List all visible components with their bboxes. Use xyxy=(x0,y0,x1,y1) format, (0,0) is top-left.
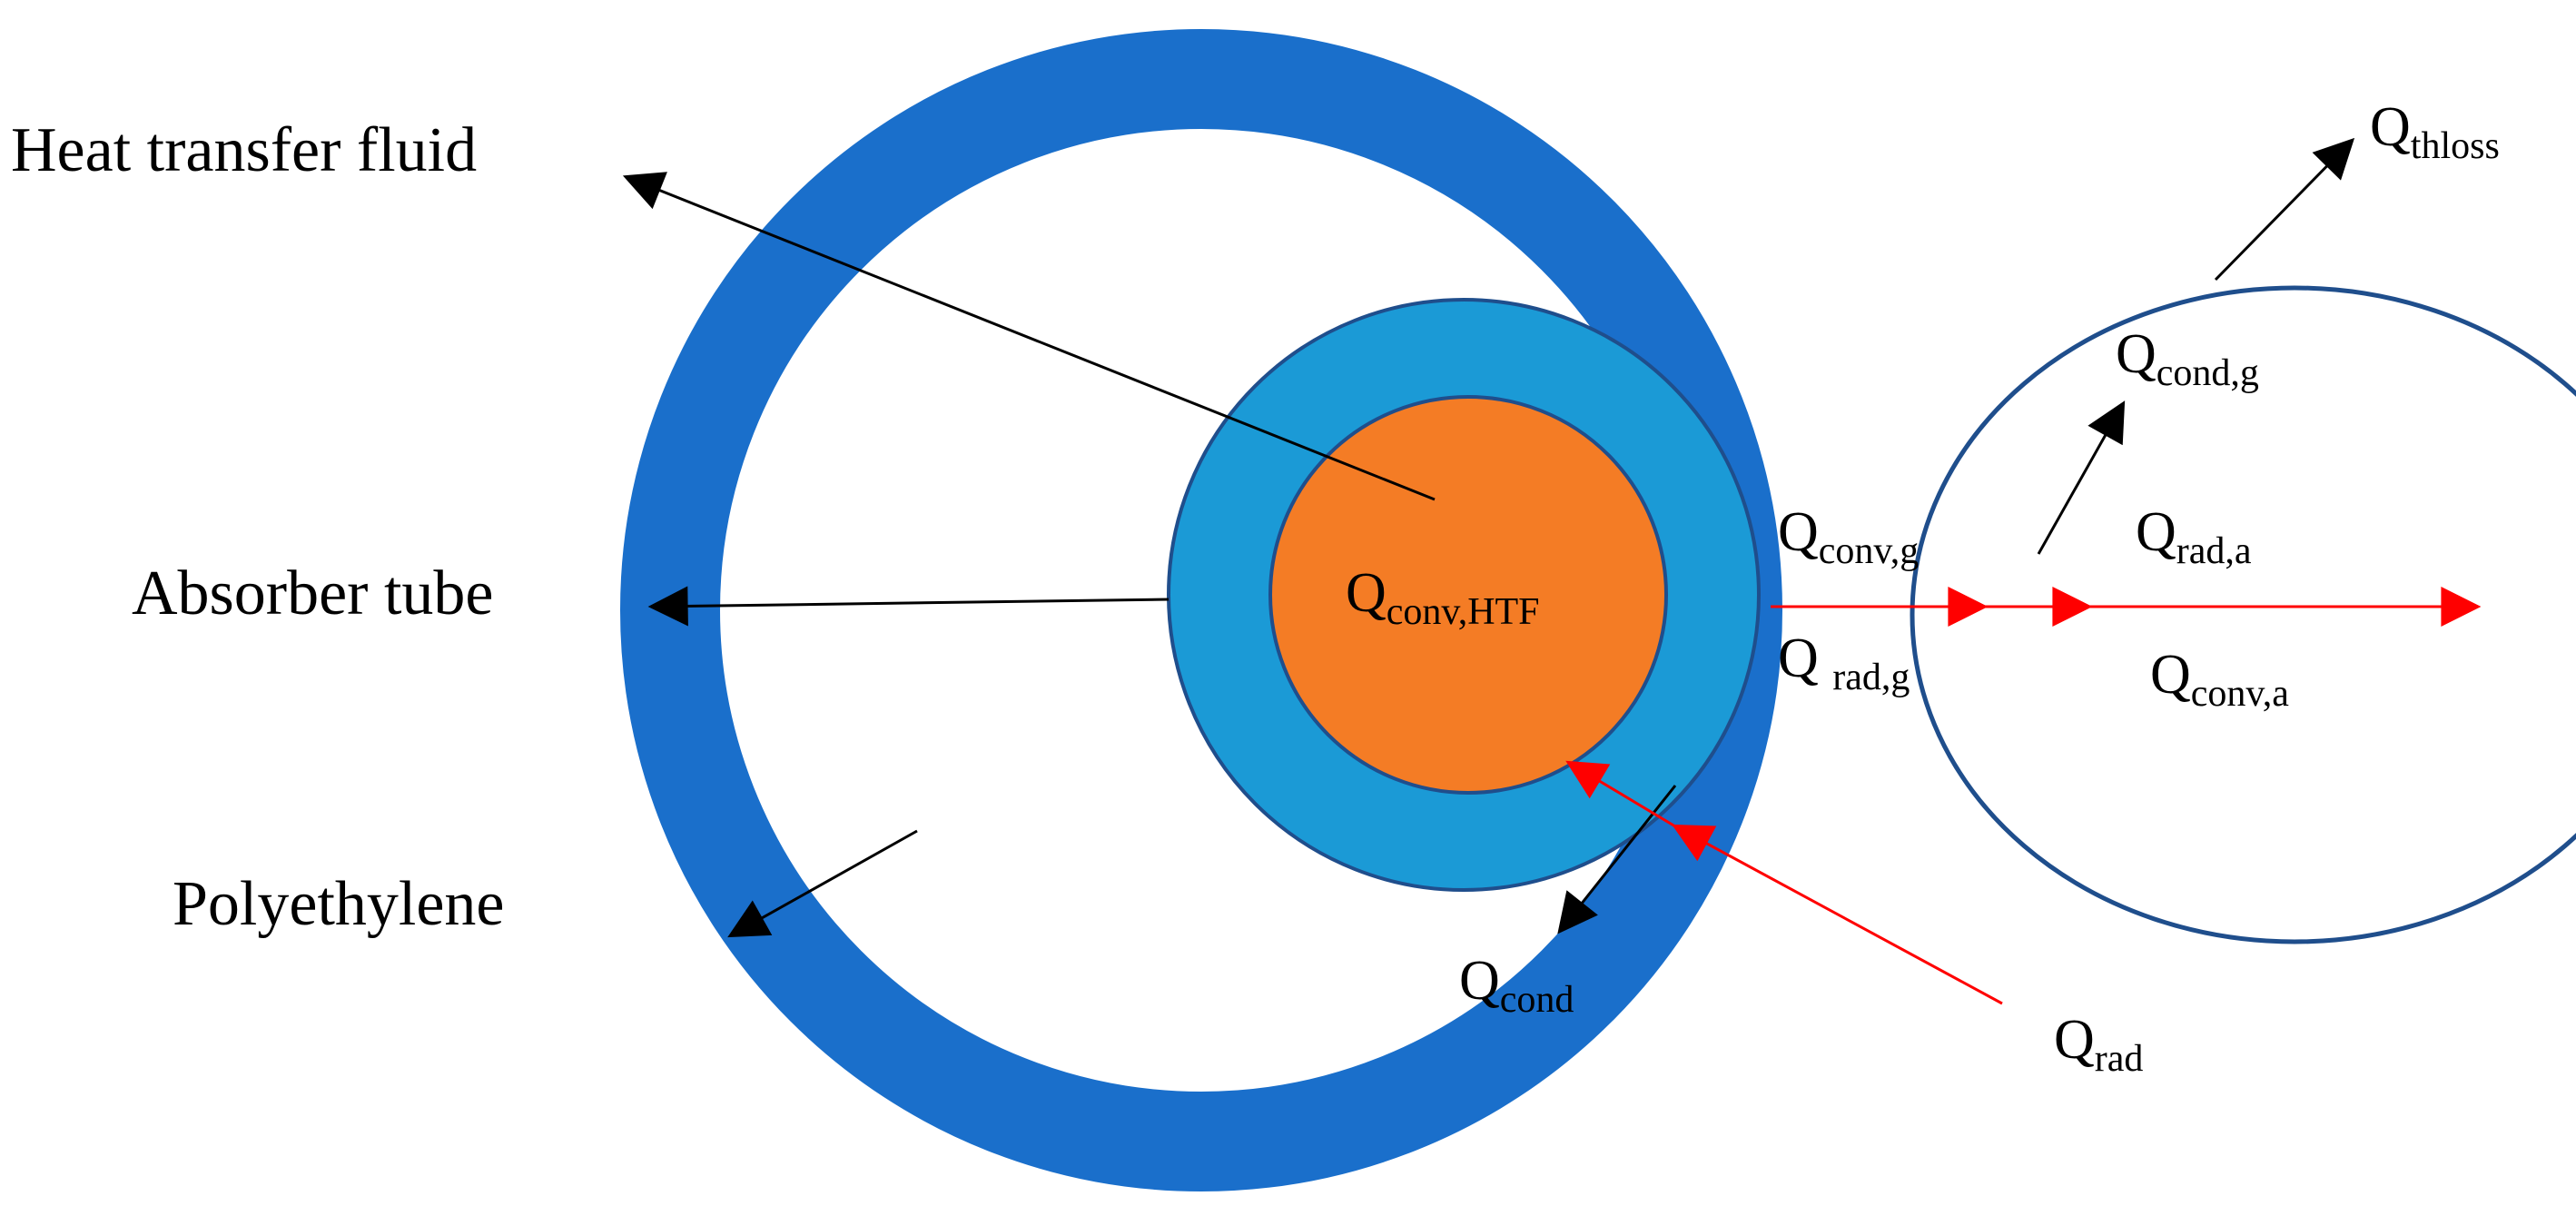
heat-transfer-fluid-core xyxy=(1268,395,1668,795)
q-rad-label: Qrad xyxy=(2054,1009,2143,1080)
heat-transfer-fluid-leader-arrow xyxy=(622,172,1436,501)
q-cond-g-arrow xyxy=(2037,400,2126,555)
q-thloss-label: Qthloss xyxy=(2370,96,2500,167)
polyethylene-label: Polyethylene xyxy=(173,869,504,939)
q-conv-g-label: Qconv,g xyxy=(1778,501,1919,572)
q-rad-red-arrow-upper xyxy=(1565,760,1676,828)
absorber-tube-label: Absorber tube xyxy=(132,559,494,628)
absorber-tube-leader-arrow xyxy=(647,586,1170,627)
q-thloss-arrow xyxy=(2214,137,2355,282)
q-cond-arrow xyxy=(1557,785,1677,934)
q-rad-a-label: Qrad,a xyxy=(2136,501,2252,572)
q-cond-g-label: Qcond,g xyxy=(2116,323,2259,394)
q-cond-label: Qcond xyxy=(1459,950,1574,1021)
q-conv-htf-label: Qconv,HTF xyxy=(1346,562,1540,633)
q-conv-a-label: Qconv,a xyxy=(2150,644,2289,715)
polyethylene-leader-arrow xyxy=(727,829,918,938)
q-rad-g-label: Q rad,g xyxy=(1778,628,1910,698)
heat-transfer-fluid-label: Heat transfer fluid xyxy=(11,115,477,185)
q-rad-red-arrow-lower xyxy=(1672,824,2003,1005)
ambient-ellipse xyxy=(1910,285,2576,944)
